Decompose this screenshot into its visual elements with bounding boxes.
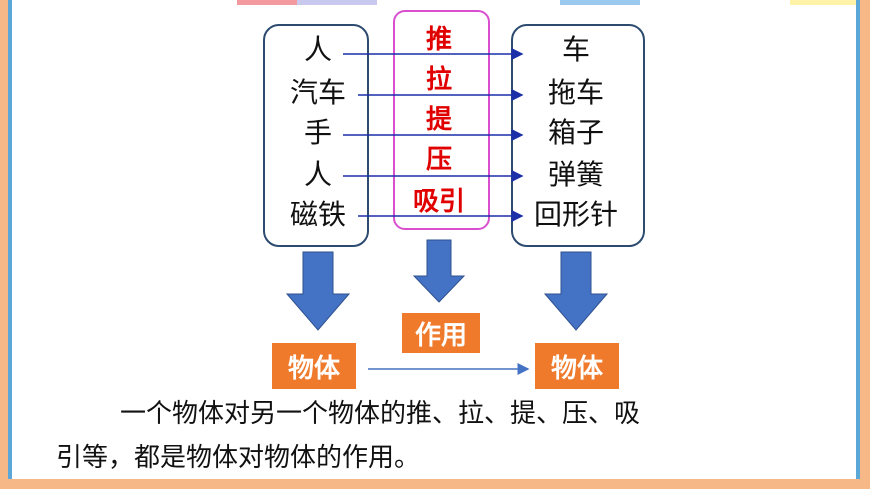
object-item: 弹簧	[547, 158, 605, 191]
subject-item: 手	[303, 116, 333, 149]
subject-item: 汽车	[289, 76, 347, 109]
objects-box	[511, 24, 645, 247]
subject-item: 磁铁	[289, 198, 347, 231]
object-item: 拖车	[547, 76, 605, 109]
force-item: 提	[425, 105, 453, 135]
summary-line-2: 引等，都是物体对物体的作用。	[56, 443, 421, 473]
object-item: 车	[561, 33, 591, 66]
left-object-tag: 物体	[272, 343, 356, 389]
frame-right-border	[856, 0, 870, 489]
object-item: 箱子	[547, 116, 605, 149]
down-arrow-left	[285, 251, 351, 331]
down-arrow-middle	[412, 239, 466, 303]
summary-line-1: 一个物体对另一个物体的推、拉、提、压、吸	[120, 399, 641, 429]
forces-box	[393, 10, 490, 230]
force-item: 推	[425, 25, 453, 55]
subject-item: 人	[303, 158, 333, 191]
right-object-tag: 物体	[535, 343, 619, 389]
action-tag: 作用	[402, 313, 480, 353]
force-item: 压	[425, 145, 453, 175]
frame-bottom-border	[0, 479, 870, 489]
frame-top-strip	[0, 0, 870, 7]
subject-item: 人	[303, 33, 333, 66]
force-item: 吸引	[412, 187, 466, 217]
force-item: 拉	[425, 65, 453, 95]
object-item: 回形针	[533, 198, 619, 231]
down-arrow-right	[543, 251, 609, 331]
frame-left-border	[0, 0, 12, 489]
